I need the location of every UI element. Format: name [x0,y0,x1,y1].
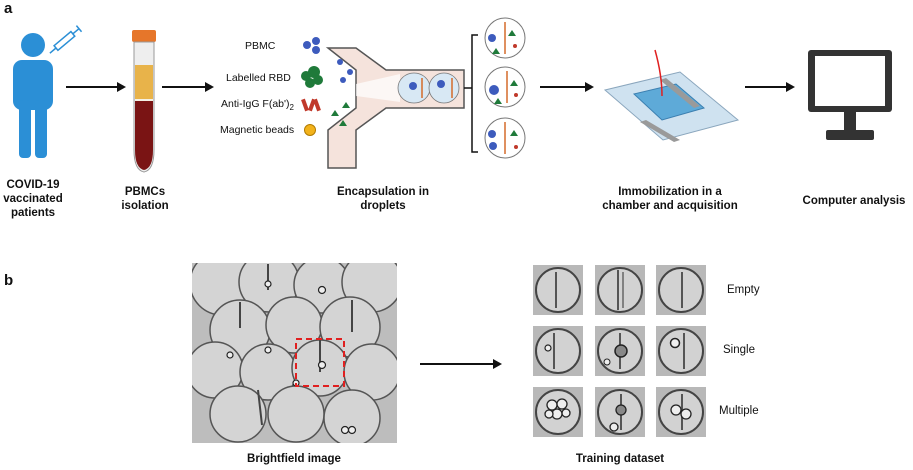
tile-multiple-3 [656,387,706,437]
caption-patients: COVID-19 vaccinated patients [3,179,63,219]
tile-empty-1 [533,265,583,315]
droplet-3 [484,117,526,159]
bead-symbol [304,124,316,136]
tile-single-1 [533,326,583,376]
caption-training: Training dataset [575,453,665,465]
caption-encapsulation: Encapsulation in droplets [336,186,429,212]
label-antiigg-sub: 2 [289,103,294,113]
label-antiigg-text: Anti-IgG F(ab') [221,98,290,110]
training-tiles [533,265,706,437]
roi-box [295,338,345,387]
arrow-1 [66,82,126,92]
label-pbmc: PBMC [245,40,276,52]
arrow-3 [540,82,594,92]
person-icon [13,33,53,158]
tile-single-3 [656,326,706,376]
class-empty: Empty [727,284,760,296]
arrow-5 [420,359,502,369]
droplet-2 [484,66,526,108]
class-multiple: Multiple [719,405,759,417]
label-rbd: Labelled RBD [226,72,291,84]
pbmc-symbol [303,37,320,54]
tile-empty-2 [595,265,645,315]
droplet-1 [484,17,526,59]
tile-empty-3 [656,265,706,315]
tile-multiple-1 [533,387,583,437]
bracket [464,34,478,153]
chamber-icon [603,49,740,142]
arrow-2 [162,82,214,92]
caption-brightfield: Brightfield image [247,453,341,465]
class-single: Single [723,344,755,356]
microfluidic-chip [325,47,465,169]
panel-b-letter: b [4,272,14,289]
monitor-icon [808,50,892,140]
panel-a-letter: a [4,0,13,17]
antibody-symbol [301,98,321,112]
arrow-4 [745,82,795,92]
label-antiigg: Anti-IgG F(ab')2 [221,98,294,112]
tile-multiple-2 [595,387,645,437]
tube-icon [132,30,156,173]
brightfield-image [192,263,397,443]
rbd-symbol [301,66,323,88]
tile-single-2 [595,326,645,376]
syringe-icon [49,25,83,54]
caption-pbmcs: PBMCs isolation [121,186,169,212]
label-beads: Magnetic beads [220,124,295,136]
caption-computer: Computer analysis [802,195,906,207]
caption-immobilization: Immobilization in a chamber and acquisit… [602,186,738,212]
